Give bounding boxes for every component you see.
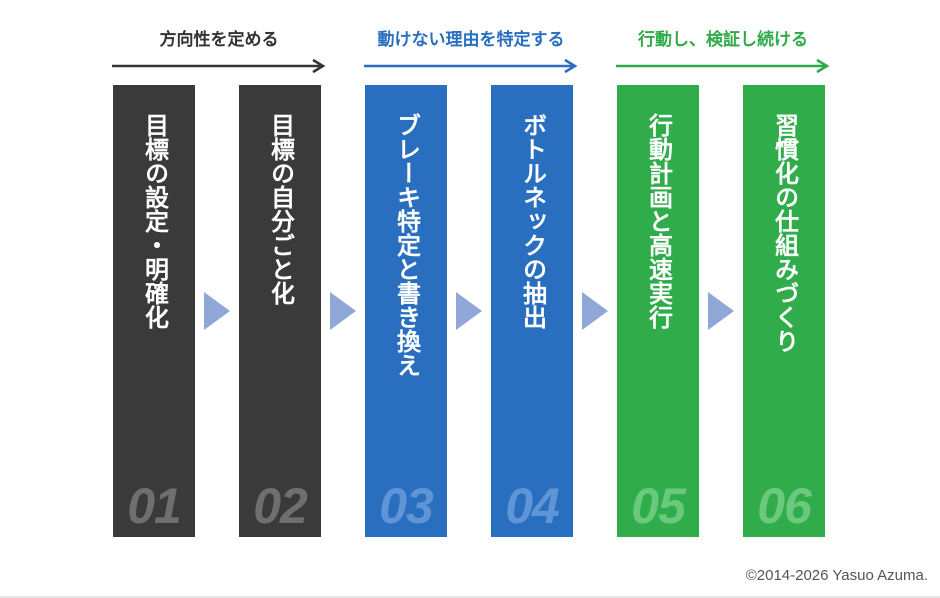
- phase-title-identify-blockers: 動けない理由を特定する: [377, 30, 565, 50]
- step-label-02: 目標の自分ごと化: [266, 113, 295, 305]
- phase-arrow-act-and-verify: [616, 58, 830, 74]
- step-number-04: 04: [505, 478, 560, 534]
- step-box-02: 目標の自分ごと化 02: [239, 85, 321, 537]
- phase-arrow-direction: [112, 58, 326, 74]
- chevron-right-icon: [330, 292, 356, 330]
- chevron-right-icon: [204, 292, 230, 330]
- step-box-05: 行動計画と高速実行 05: [617, 85, 699, 537]
- chevron-right-icon: [582, 292, 608, 330]
- step-number-01: 01: [127, 478, 182, 534]
- phase-title-direction: 方向性を定める: [159, 30, 279, 50]
- step-number-06: 06: [757, 478, 812, 534]
- step-number-02: 02: [253, 478, 308, 534]
- step-label-05: 行動計画と高速実行: [644, 113, 673, 329]
- bottom-divider: [0, 596, 940, 598]
- step-number-05: 05: [631, 478, 686, 534]
- chevron-right-icon: [708, 292, 734, 330]
- step-number-03: 03: [379, 478, 434, 534]
- step-box-03: ブレーキ特定と書き換え 03: [365, 85, 447, 537]
- step-box-04: ボトルネックの抽出 04: [491, 85, 573, 537]
- step-box-06: 習慣化の仕組みづくり 06: [743, 85, 825, 537]
- phase-arrow-identify-blockers: [364, 58, 578, 74]
- step-label-03: ブレーキ特定と書き換え: [392, 113, 421, 377]
- phase-title-act-and-verify: 行動し、検証し続ける: [638, 30, 808, 50]
- step-label-04: ボトルネックの抽出: [518, 113, 547, 329]
- step-label-01: 目標の設定・明確化: [140, 113, 169, 329]
- copyright-text: ©2014-2026 Yasuo Azuma.: [745, 567, 928, 584]
- step-box-01: 目標の設定・明確化 01: [113, 85, 195, 537]
- step-label-06: 習慣化の仕組みづくり: [770, 113, 799, 353]
- chevron-right-icon: [456, 292, 482, 330]
